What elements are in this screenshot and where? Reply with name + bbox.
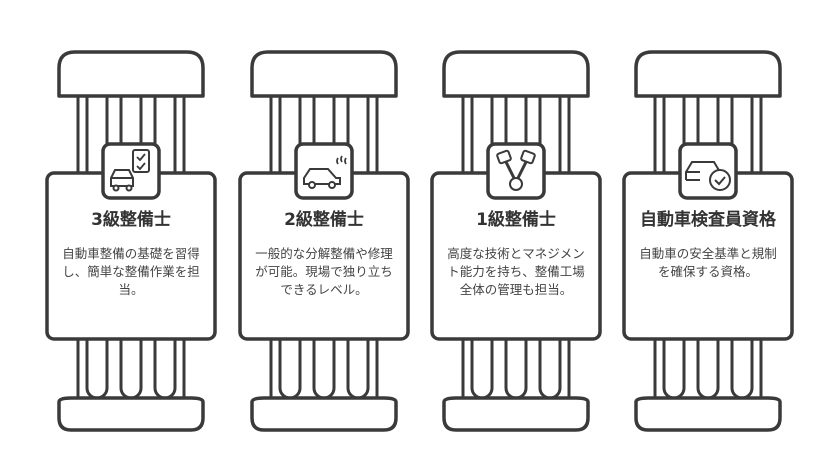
pillar-4: 自動車検査員資格 自動車の安全基準と規制を確保する資格。 [618,0,810,458]
pillar-title: 自動車検査員資格 [640,210,776,230]
column-icon [45,50,217,432]
pillar-1: 3級整備士 自動車整備の基礎を習得し、簡単な整備作業を担当。 [41,0,233,458]
pillar-card: 3級整備士 自動車整備の基礎を習得し、簡単な整備作業を担当。 [47,173,215,339]
pistons-icon [496,149,536,191]
pillar-card: 2級整備士 一般的な分解整備や修理が可能。現場で独り立ちできるレベル。 [240,173,408,339]
column-icon [238,50,410,432]
pillar-title: 3級整備士 [91,210,171,230]
car-checklist-icon [110,149,150,192]
pillar-card: 1級整備士 高度な技術とマネジメント能力を持ち、整備工場全体の管理も担当。 [432,173,600,339]
pillar-description: 一般的な分解整備や修理が可能。現場で独り立ちできるレベル。 [255,246,393,297]
column-icon [622,50,794,432]
pillar-description: 高度な技術とマネジメント能力を持ち、整備工場全体の管理も担当。 [447,246,585,297]
pillar-3: 1級整備士 高度な技術とマネジメント能力を持ち、整備工場全体の管理も担当。 [426,0,618,458]
car-smoke-icon [303,155,347,189]
pillar-2: 2級整備士 一般的な分解整備や修理が可能。現場で独り立ちできるレベル。 [234,0,426,458]
car-check-icon [685,161,731,191]
pillar-card: 自動車検査員資格 自動車の安全基準と規制を確保する資格。 [624,173,792,339]
pillar-title: 2級整備士 [284,210,364,230]
pillar-description: 自動車の安全基準と規制を確保する資格。 [639,246,777,279]
pillar-title: 1級整備士 [476,210,556,230]
pillar-description: 自動車整備の基礎を習得し、簡単な整備作業を担当。 [62,246,200,297]
